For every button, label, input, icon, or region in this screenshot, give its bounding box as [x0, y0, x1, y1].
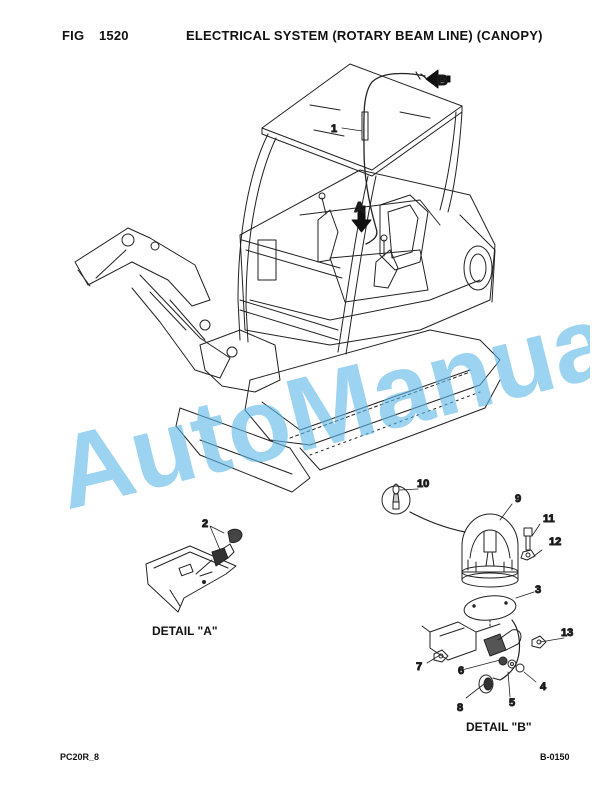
callout-5: 5: [509, 697, 515, 709]
leader-lines: [209, 127, 565, 699]
detail-a-caption: DETAIL "A": [152, 624, 218, 638]
callout-4: 4: [540, 681, 547, 693]
detail-b-caption: DETAIL "B": [466, 720, 532, 734]
page-reference: B-0150: [540, 752, 570, 762]
callout-11: 11: [543, 513, 555, 525]
figure-number: 1520: [99, 28, 129, 43]
arrow-b-icon: [425, 69, 451, 89]
callout-7: 7: [416, 661, 422, 673]
callout-13: 13: [561, 627, 573, 639]
figure-label: FIG: [62, 28, 85, 43]
page-title: ELECTRICAL SYSTEM (ROTARY BEAM LINE) (CA…: [186, 28, 543, 43]
callout-8: 8: [457, 702, 463, 714]
callout-9: 9: [515, 493, 521, 505]
callout-b: B: [437, 72, 448, 89]
detail-a-drawing: [145, 528, 243, 613]
callout-3: 3: [535, 584, 541, 596]
callout-6: 6: [458, 665, 464, 677]
callout-a: A: [354, 199, 365, 216]
model-code: PC20R_8: [60, 752, 100, 762]
callout-1: 1: [331, 123, 337, 135]
detail-b-drawing: [381, 483, 547, 694]
excavator-drawing: [74, 63, 501, 493]
callout-12: 12: [549, 536, 561, 548]
arrow-a-icon: [351, 205, 372, 233]
callout-10: 10: [417, 478, 429, 490]
callout-2: 2: [202, 518, 208, 530]
